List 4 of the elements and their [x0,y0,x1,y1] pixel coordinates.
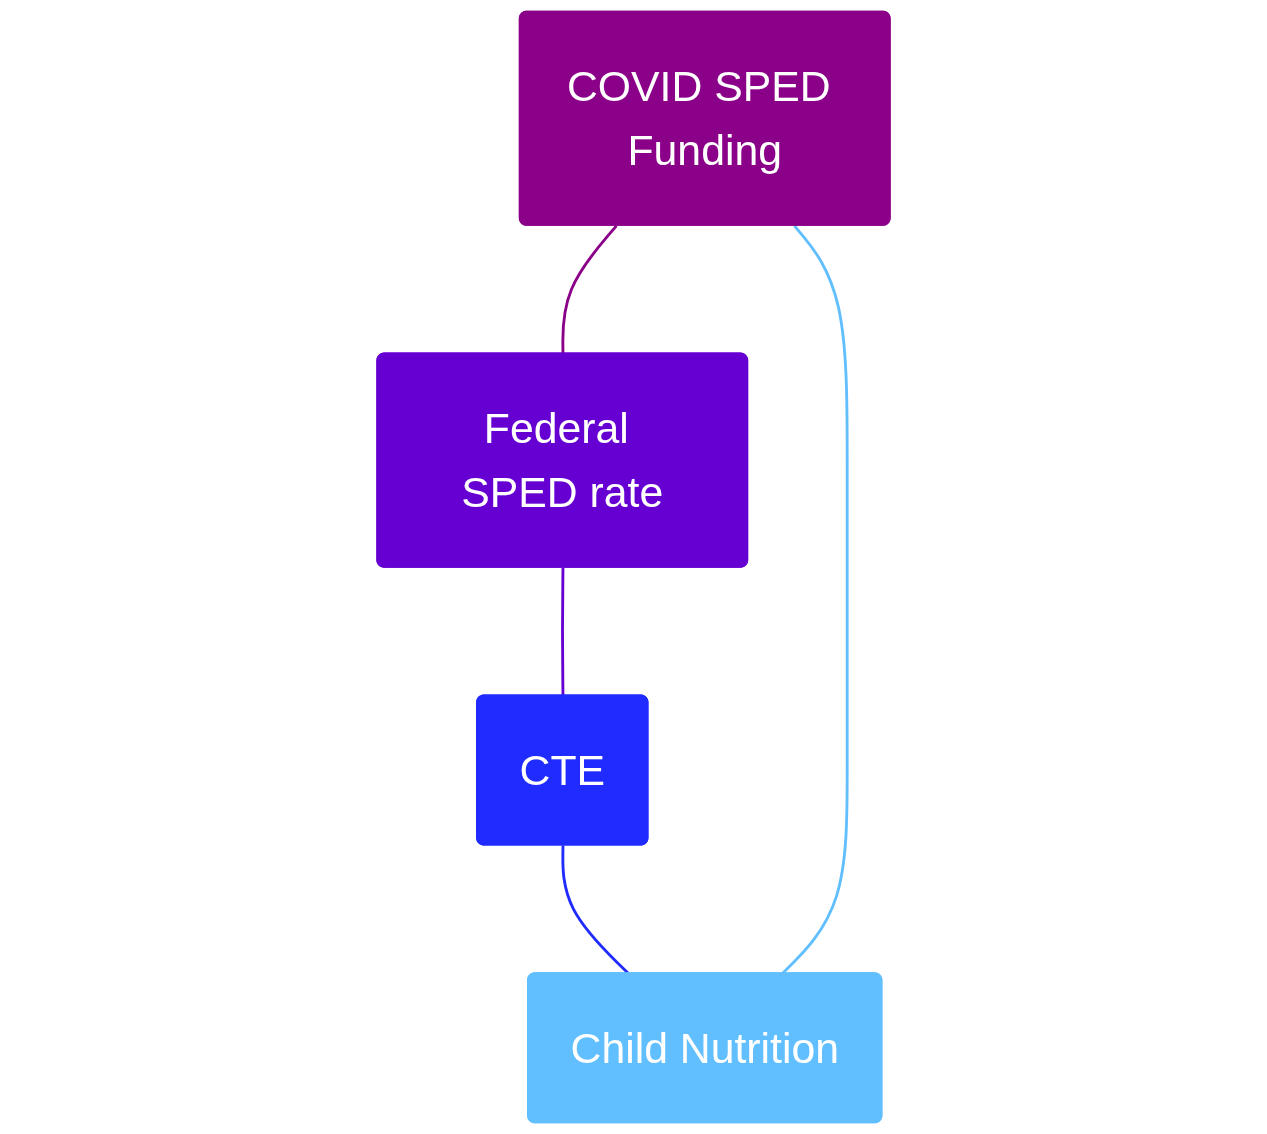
connector [781,224,849,975]
connector [561,845,630,975]
connector [561,567,565,696]
connector [561,224,618,355]
